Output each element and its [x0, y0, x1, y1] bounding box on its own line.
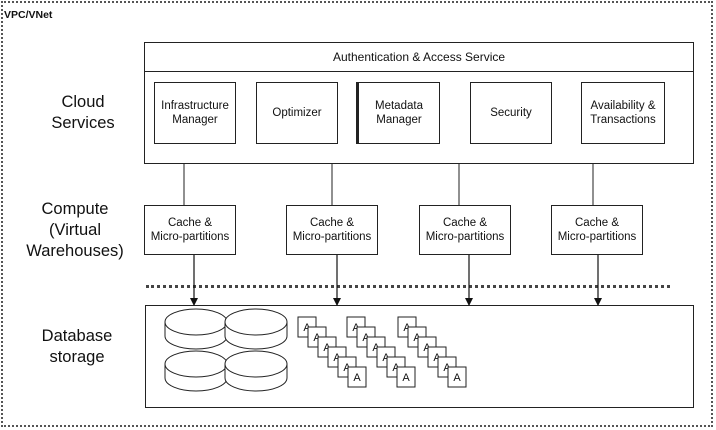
- file-letter: A: [313, 332, 321, 344]
- file-letter: A: [323, 342, 331, 354]
- compute-node-1: Cache & Micro-partitions: [144, 205, 236, 255]
- file-letter: A: [382, 352, 390, 364]
- layer-separator: [146, 285, 670, 288]
- file-letter: A: [392, 362, 400, 374]
- file-letter: A: [433, 352, 441, 364]
- vpc-label: VPC/VNet: [4, 9, 53, 21]
- database-storage-container: [145, 305, 694, 408]
- row-label-line: Cloud: [61, 93, 105, 111]
- compute-label-line: Cache &: [442, 217, 488, 229]
- disk-icon: [224, 308, 288, 350]
- file-letter: A: [333, 352, 341, 364]
- service-label-line: Metadata: [375, 100, 423, 112]
- file-letter: A: [453, 372, 461, 384]
- file-icon: A: [347, 366, 367, 388]
- compute-node-2: Cache & Micro-partitions: [286, 205, 378, 255]
- disk-icon: [164, 308, 228, 350]
- row-label-line: Compute: [41, 200, 109, 218]
- row-label-line: storage: [49, 348, 105, 366]
- file-letter: A: [372, 342, 380, 354]
- row-label-line: Services: [51, 114, 115, 132]
- file-letter: A: [343, 362, 351, 374]
- file-letter: A: [353, 372, 361, 384]
- service-label-line: Transactions: [590, 114, 656, 126]
- file-letter: A: [402, 372, 410, 384]
- compute-label-line: Cache &: [167, 217, 213, 229]
- file-letter: A: [443, 362, 451, 374]
- service-metadata-manager: Metadata Manager: [356, 82, 440, 144]
- row-label-line: Warehouses): [26, 242, 124, 260]
- file-letter: A: [362, 332, 370, 344]
- service-label-line: Manager: [376, 114, 422, 126]
- compute-label-line: Cache &: [309, 217, 355, 229]
- file-letter: A: [413, 332, 421, 344]
- storage-arrows: [190, 255, 602, 306]
- compute-node-4: Cache & Micro-partitions: [551, 205, 643, 255]
- row-label-cloud-services: Cloud Services: [38, 92, 128, 134]
- auth-service-label: Authentication & Access Service: [332, 50, 506, 64]
- service-optimizer: Optimizer: [256, 82, 338, 144]
- disk-icons: [164, 308, 288, 392]
- row-label-line: Database: [41, 327, 113, 345]
- service-label-line: Security: [490, 107, 532, 119]
- file-icon: A: [396, 366, 416, 388]
- compute-label-line: Micro-partitions: [425, 231, 505, 243]
- compute-label-line: Micro-partitions: [150, 231, 230, 243]
- service-label-line: Infrastructure: [161, 100, 229, 112]
- service-availability-transactions: Availability & Transactions: [581, 82, 665, 144]
- service-label-line: Availability &: [590, 100, 656, 112]
- compute-label-line: Cache &: [574, 217, 620, 229]
- service-label-line: Manager: [172, 114, 218, 126]
- service-security: Security: [470, 82, 552, 144]
- service-infrastructure-manager: Infrastructure Manager: [154, 82, 236, 144]
- file-letter: A: [403, 322, 411, 334]
- service-label-line: Optimizer: [272, 107, 322, 119]
- file-icon: A: [447, 366, 467, 388]
- row-label-database-storage: Database storage: [22, 326, 132, 368]
- compute-node-3: Cache & Micro-partitions: [419, 205, 511, 255]
- row-label-line: (Virtual: [49, 221, 101, 239]
- compute-label-line: Micro-partitions: [292, 231, 372, 243]
- disk-icon: [164, 350, 228, 392]
- file-letter: A: [303, 322, 311, 334]
- compute-label-line: Micro-partitions: [557, 231, 637, 243]
- file-letter: A: [423, 342, 431, 354]
- disk-icon: [224, 350, 288, 392]
- row-label-compute: Compute (Virtual Warehouses): [10, 199, 140, 262]
- cloud-services-container: [144, 71, 694, 164]
- connectors: [183, 164, 594, 205]
- file-letter: A: [352, 322, 360, 334]
